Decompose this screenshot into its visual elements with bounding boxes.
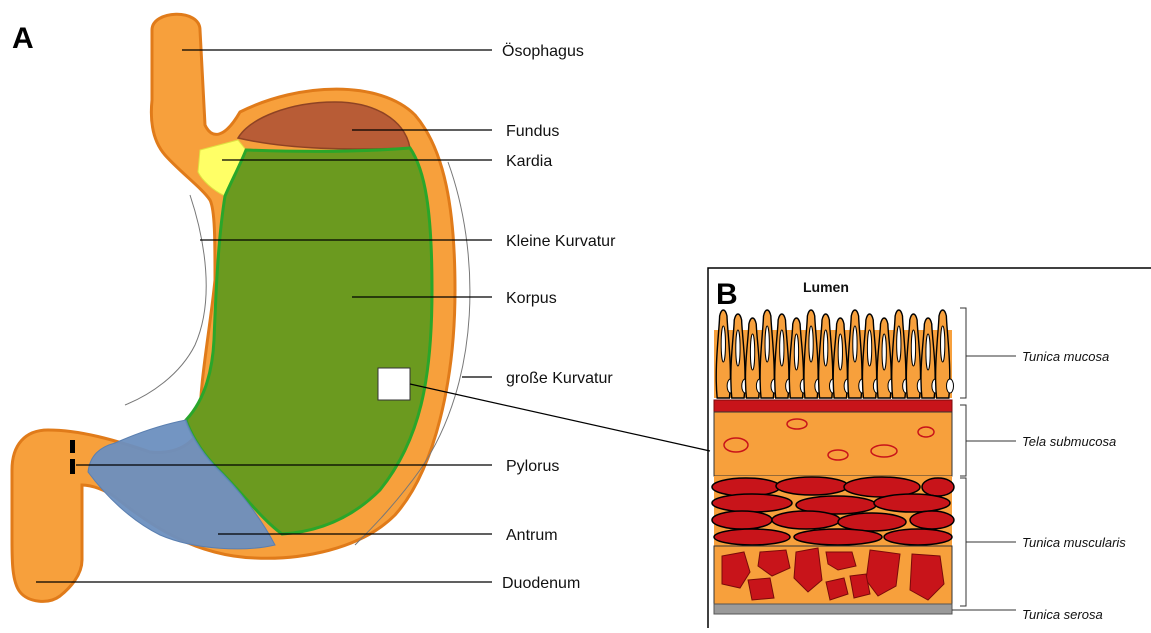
villus-lumen	[882, 334, 886, 370]
villus-lumen	[867, 330, 871, 366]
muscle-fiber-cross	[748, 578, 774, 600]
muscle-fiber-cross	[850, 574, 870, 598]
muscle-fiber	[776, 477, 848, 495]
muscle-fiber	[874, 494, 950, 512]
label-tunica-serosa: Tunica serosa	[1022, 607, 1103, 622]
label-tela-submucosa: Tela submucosa	[1022, 434, 1116, 449]
muscle-fiber	[838, 513, 906, 531]
villus-lumen	[853, 326, 857, 362]
villus-lumen	[824, 330, 828, 366]
label-tunica-mucosa: Tunica mucosa	[1022, 349, 1109, 364]
villus-lumen	[765, 326, 769, 362]
label-kardia: Kardia	[506, 153, 552, 170]
lumen-label: Lumen	[803, 279, 849, 295]
submucosa-layer	[714, 412, 952, 476]
villus-lumen	[911, 330, 915, 366]
layer-brackets	[960, 308, 966, 606]
villus-lumen	[794, 334, 798, 370]
villus-lumen	[736, 330, 740, 366]
villus-lumen	[809, 326, 813, 362]
villus-lumen	[926, 334, 930, 370]
layer-leader-lines	[952, 356, 1016, 610]
muscle-fiber	[910, 511, 954, 529]
villus-lumen	[750, 334, 754, 370]
villus-lumen	[941, 326, 945, 362]
label-fundus: Fundus	[506, 123, 559, 140]
label-tunica-muscularis: Tunica muscularis	[1022, 535, 1126, 550]
label-antrum: Antrum	[506, 527, 558, 544]
muscle-fiber	[772, 511, 840, 529]
muscle-fiber	[712, 494, 792, 512]
panel-b-letter: B	[716, 278, 738, 311]
label-oesophagus: Ösophagus	[502, 42, 584, 60]
muscle-fiber	[884, 529, 952, 545]
panel-a-letter: A	[12, 22, 34, 55]
villus-lumen	[897, 326, 901, 362]
label-kleine-kurvatur: Kleine Kurvatur	[506, 233, 616, 250]
villus-lumen	[838, 334, 842, 370]
section-inset-marker	[378, 368, 410, 400]
muscularis-mucosae-band	[714, 400, 952, 412]
label-duodenum: Duodenum	[502, 575, 580, 592]
muscle-fiber	[714, 529, 790, 545]
wall-section-panel: B Lumen	[708, 268, 1151, 628]
villus-lumen	[721, 326, 725, 362]
mucosa-gland	[947, 379, 954, 393]
muscle-fibers-long	[712, 477, 954, 545]
muscle-fiber	[712, 511, 772, 529]
pylorus-mark-lower	[70, 459, 75, 474]
muscle-fiber	[794, 529, 882, 545]
villus-lumen	[780, 330, 784, 366]
label-korpus: Korpus	[506, 290, 557, 307]
muscle-fiber	[712, 478, 780, 496]
muscle-fiber	[922, 478, 954, 496]
mucosa-villi	[716, 310, 953, 398]
pylorus-mark-upper	[70, 440, 75, 453]
label-grosse-kurvatur: große Kurvatur	[506, 370, 613, 387]
serosa-layer	[714, 604, 952, 614]
stomach-drawing	[12, 14, 470, 601]
label-pylorus: Pylorus	[506, 458, 559, 475]
lesser-curvature-arc	[125, 195, 206, 405]
